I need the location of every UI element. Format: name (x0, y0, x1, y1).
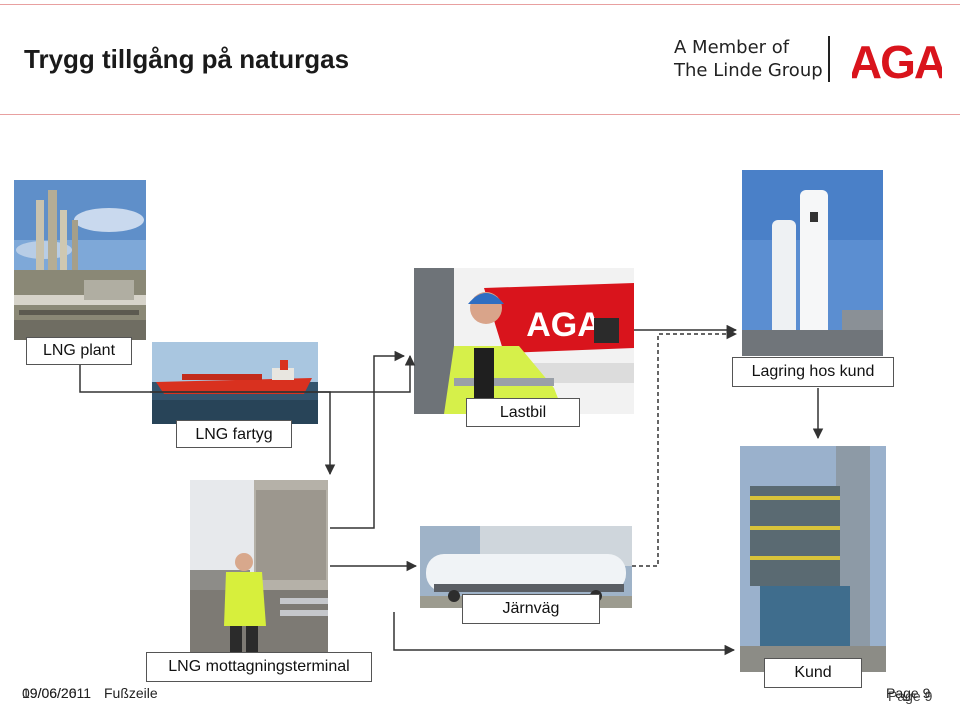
label-jarnvag: Järnväg (462, 594, 600, 624)
footer-date-a: 09/06/2011 (22, 685, 92, 701)
slide-title: Trygg tillgång på naturgas (24, 44, 350, 74)
footer-date-b: 19/06/26 (22, 685, 77, 701)
footer-fusszeile: Fußzeile (104, 685, 158, 701)
lng-ship-photo (152, 342, 318, 424)
linde-member-text: A Member of The Linde Group (674, 36, 823, 82)
footer-page-a: Page 9 (886, 685, 931, 701)
truck-logo-text: AGA (526, 306, 602, 344)
label-lagring: Lagring hos kund (732, 357, 894, 387)
footer-page-b: Page 9 (888, 688, 933, 704)
aga-logo-icon: AGA (849, 36, 948, 88)
header-bottom-rule (0, 114, 960, 115)
aga-logo: AGA (849, 36, 948, 88)
header-top-rule (0, 4, 960, 5)
storage-tanks-photo (742, 170, 883, 356)
label-terminal: LNG mottagningsterminal (146, 652, 372, 682)
logo-text: AGA (852, 36, 942, 82)
truck-photo: AGA (414, 268, 634, 414)
label-lng-plant: LNG plant (26, 337, 132, 365)
terminal-photo (190, 480, 328, 652)
member-line-2: The Linde Group (674, 60, 823, 81)
arrow-connector-icon (632, 328, 738, 567)
label-lastbil: Lastbil (466, 398, 580, 427)
label-lng-fartyg: LNG fartyg (176, 420, 292, 448)
customer-plant-photo (740, 446, 886, 672)
label-kund: Kund (764, 658, 862, 688)
logo-separator (828, 36, 830, 82)
lng-plant-photo (14, 180, 146, 340)
arrow-connector-icon (330, 350, 406, 529)
member-line-1: A Member of (674, 37, 790, 58)
